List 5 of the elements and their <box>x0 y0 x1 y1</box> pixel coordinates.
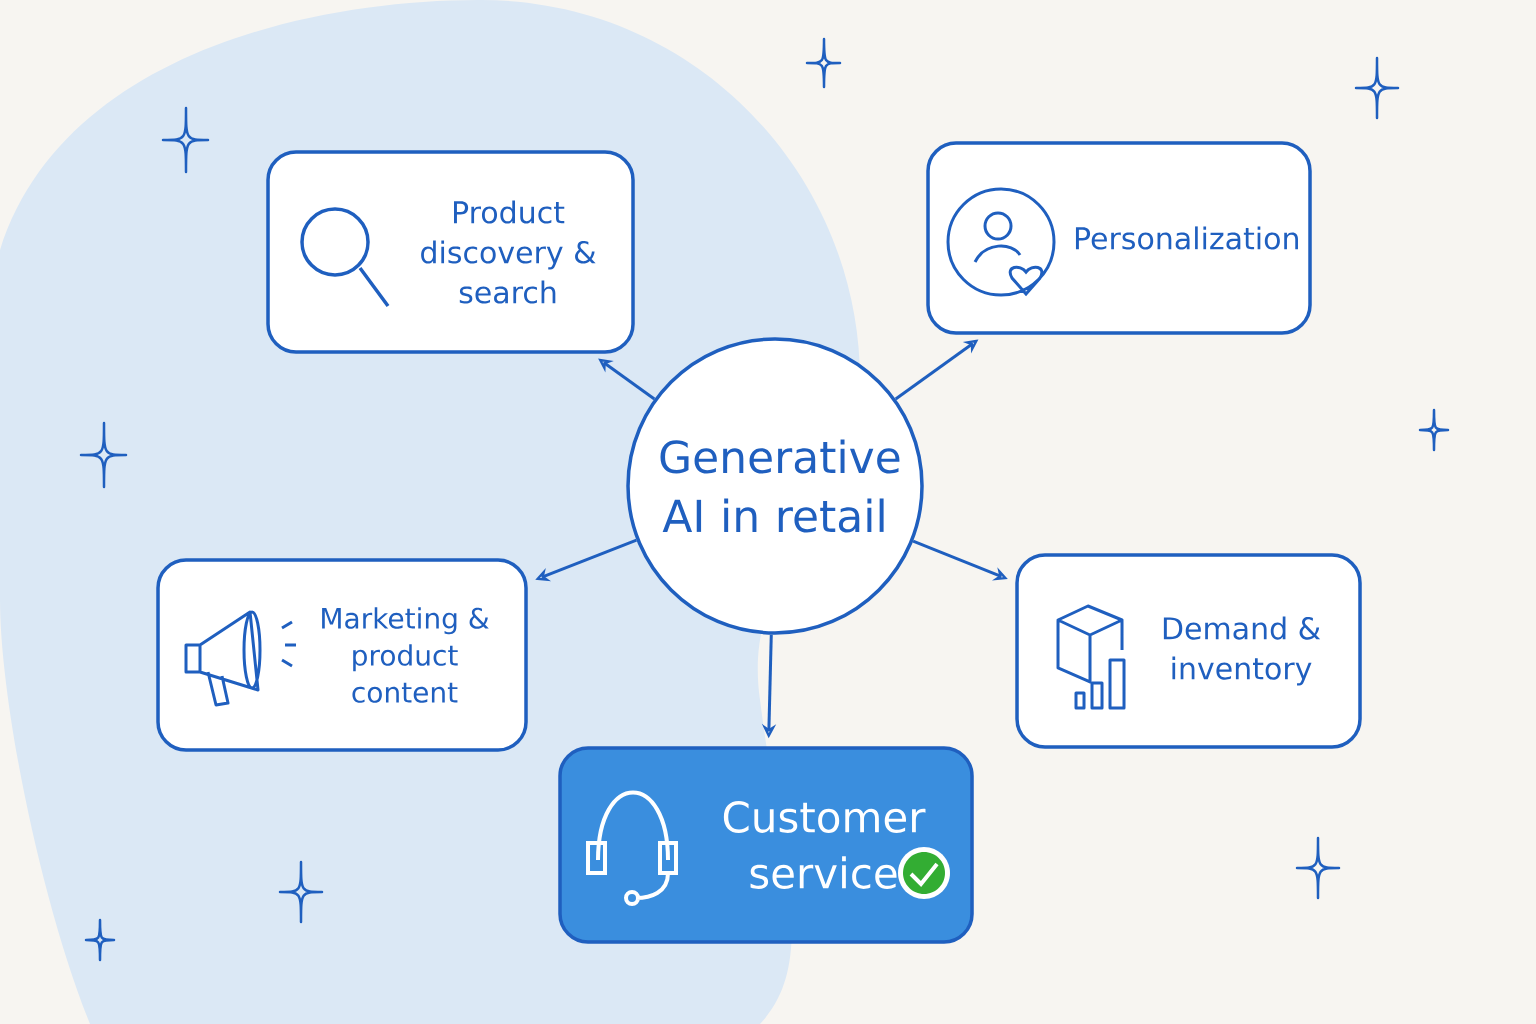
highlight-box: Customer service <box>558 746 974 944</box>
category-box: Demand & inventory <box>1015 553 1362 749</box>
category-box: Marketing & product content <box>156 558 528 752</box>
category-box: Personalization <box>926 141 1312 335</box>
category-box: Product discovery & search <box>266 150 635 354</box>
